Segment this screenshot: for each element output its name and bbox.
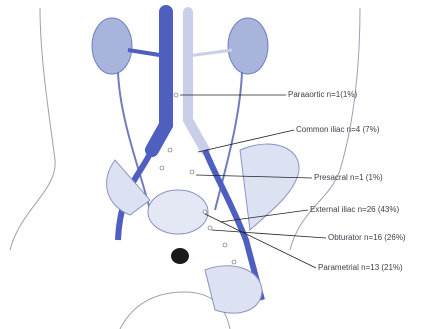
label-presacral: Presacral n=1 (1%) — [314, 173, 383, 183]
label-parametrial: Parametrial n=13 (21%) — [318, 263, 403, 273]
renal-vein-right — [188, 50, 232, 56]
tumor-lesion — [171, 248, 189, 264]
right-iliac-bone — [240, 144, 299, 230]
pelvic-organs — [148, 190, 208, 234]
leader-parametrial — [205, 214, 316, 268]
label-external-iliac: External iliac n=26 (43%) — [310, 205, 399, 215]
aorta — [188, 12, 205, 150]
left-kidney — [92, 18, 132, 74]
leader-obturator — [212, 230, 326, 238]
right-kidney — [228, 18, 268, 74]
label-obturator: Obturator n=16 (26%) — [328, 233, 406, 243]
right-ureter — [215, 72, 242, 210]
inferior-vena-cava — [152, 12, 166, 150]
label-paraaortic: Paraaortic n=1(1%) — [288, 90, 357, 100]
label-common-iliac: Common iliac n=4 (7%) — [296, 125, 379, 135]
